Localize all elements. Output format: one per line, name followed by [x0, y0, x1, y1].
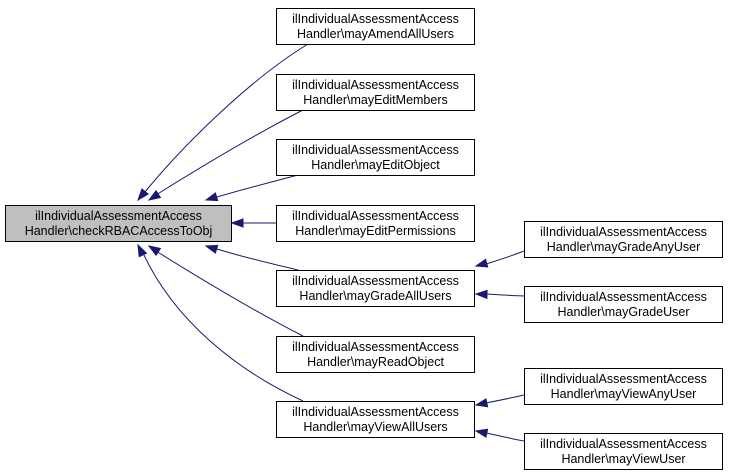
node-box	[276, 270, 475, 307]
arrowhead-icon	[147, 189, 162, 201]
node-label-line1: ilIndividualAssessmentAccess	[292, 78, 459, 92]
edges	[137, 43, 525, 442]
edge-line	[485, 394, 525, 404]
node-label-line2: Handler\mayGradeAnyUser	[547, 240, 701, 254]
edge-line	[213, 174, 299, 199]
node-grade-any[interactable]: ilIndividualAssessmentAccessHandler\mayG…	[524, 221, 723, 258]
nodes: ilIndividualAssessmentAccessHandler\chec…	[5, 8, 723, 470]
arrowhead-icon	[474, 289, 488, 300]
arrowhead-icon	[474, 258, 489, 268]
edge-line	[485, 432, 525, 442]
node-amend-all[interactable]: ilIndividualAssessmentAccessHandler\mayA…	[276, 8, 475, 45]
node-label-line1: ilIndividualAssessmentAccess	[292, 405, 459, 419]
node-label-line1: ilIndividualAssessmentAccess	[292, 12, 459, 26]
node-box	[524, 221, 723, 258]
edge-edit-permissions-to-root	[230, 218, 276, 228]
edge-grade-user-to-grade-all	[474, 289, 525, 300]
edge-line	[213, 247, 299, 271]
edge-line	[143, 43, 309, 194]
node-label-line2: Handler\mayEditPermissions	[295, 224, 455, 238]
arrowhead-icon	[474, 398, 489, 408]
edge-view-any-to-view-all	[474, 394, 525, 408]
node-box	[276, 205, 475, 242]
node-root[interactable]: ilIndividualAssessmentAccessHandler\chec…	[5, 205, 232, 242]
node-label-line1: ilIndividualAssessmentAccess	[292, 274, 459, 288]
node-label-line2: Handler\mayEditMembers	[303, 93, 448, 107]
edge-view-all-to-root	[137, 243, 304, 402]
edge-line	[142, 252, 304, 402]
arrowhead-icon	[204, 192, 219, 202]
edge-edit-members-to-root	[147, 109, 304, 201]
edge-line	[485, 250, 525, 265]
node-box	[524, 433, 723, 470]
node-label-line1: ilIndividualAssessmentAccess	[292, 209, 459, 223]
edge-grade-all-to-root	[204, 244, 299, 271]
node-box	[524, 286, 723, 323]
node-grade-all[interactable]: ilIndividualAssessmentAccessHandler\mayG…	[276, 270, 475, 307]
node-label-line2: Handler\mayViewAllUsers	[303, 420, 447, 434]
node-label-line2: Handler\mayViewAnyUser	[551, 387, 697, 401]
node-view-all[interactable]: ilIndividualAssessmentAccessHandler\mayV…	[276, 401, 475, 438]
node-label-line1: ilIndividualAssessmentAccess	[292, 340, 459, 354]
node-view-user[interactable]: ilIndividualAssessmentAccessHandler\mayV…	[524, 433, 723, 470]
arrowhead-icon	[230, 218, 244, 228]
node-label-line1: ilIndividualAssessmentAccess	[292, 143, 459, 157]
node-edit-object[interactable]: ilIndividualAssessmentAccessHandler\mayE…	[276, 139, 475, 176]
node-label-line1: ilIndividualAssessmentAccess	[540, 225, 707, 239]
node-label-line2: Handler\mayGradeAllUsers	[299, 289, 451, 303]
node-label-line1: ilIndividualAssessmentAccess	[540, 437, 707, 451]
node-edit-members[interactable]: ilIndividualAssessmentAccessHandler\mayE…	[276, 74, 475, 111]
arrowhead-icon	[137, 188, 149, 202]
node-label-line1: ilIndividualAssessmentAccess	[35, 209, 202, 223]
node-grade-user[interactable]: ilIndividualAssessmentAccessHandler\mayG…	[524, 286, 723, 323]
node-box	[5, 205, 232, 242]
arrowhead-icon	[137, 243, 148, 258]
edge-line	[155, 250, 304, 337]
edge-line	[155, 109, 304, 196]
edge-edit-object-to-root	[204, 174, 299, 202]
edge-line	[485, 293, 525, 297]
edge-amend-all-to-root	[137, 43, 309, 202]
node-label-line2: Handler\mayAmendAllUsers	[297, 27, 454, 41]
arrowhead-icon	[474, 428, 489, 438]
node-edit-permissions[interactable]: ilIndividualAssessmentAccessHandler\mayE…	[276, 205, 475, 242]
node-label-line2: Handler\mayEditObject	[311, 158, 440, 172]
arrowhead-icon	[147, 245, 162, 257]
node-label-line2: Handler\mayGradeUser	[558, 305, 690, 319]
node-box	[276, 74, 475, 111]
edge-read-object-to-root	[147, 245, 304, 337]
node-box	[276, 8, 475, 45]
node-label-line2: Handler\mayViewUser	[561, 452, 685, 466]
edge-grade-any-to-grade-all	[474, 250, 525, 268]
node-box	[276, 336, 475, 373]
node-box	[524, 368, 723, 405]
node-read-object[interactable]: ilIndividualAssessmentAccessHandler\mayR…	[276, 336, 475, 373]
edge-view-user-to-view-all	[474, 428, 525, 442]
node-view-any[interactable]: ilIndividualAssessmentAccessHandler\mayV…	[524, 368, 723, 405]
node-box	[276, 139, 475, 176]
node-box	[276, 401, 475, 438]
node-label-line2: Handler\checkRBACAccessToObj	[25, 224, 213, 238]
arrowhead-icon	[204, 244, 219, 254]
node-label-line2: Handler\mayReadObject	[307, 355, 444, 369]
node-label-line1: ilIndividualAssessmentAccess	[540, 290, 707, 304]
node-label-line1: ilIndividualAssessmentAccess	[540, 372, 707, 386]
